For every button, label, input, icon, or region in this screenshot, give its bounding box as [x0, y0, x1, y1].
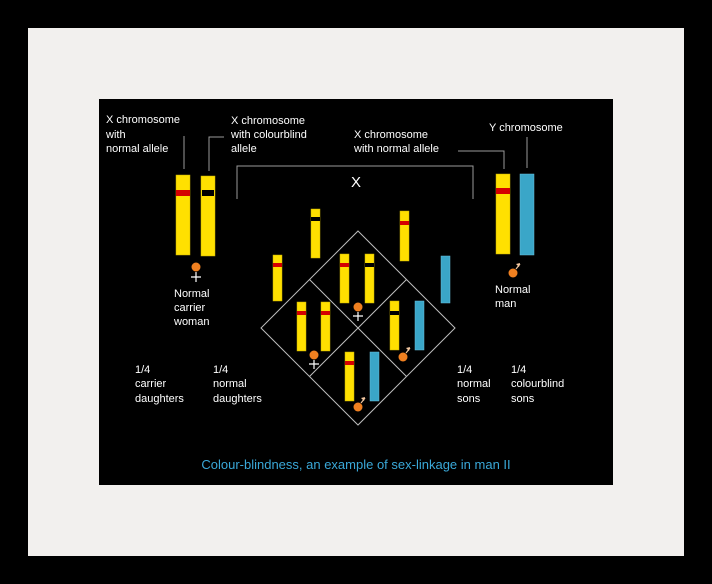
label-father: Normal man	[495, 284, 530, 310]
y-chromosome	[519, 173, 535, 256]
leader-line	[208, 136, 224, 171]
normal-allele-band	[273, 263, 282, 267]
female-symbol-icon	[353, 302, 363, 321]
gamete-y	[440, 255, 451, 304]
label-line: colourblind	[511, 378, 564, 390]
label-line: 1/4	[457, 364, 472, 376]
label-x-normal-left: X chromosome with normal allele	[105, 114, 180, 155]
label-line: with normal allele	[353, 143, 439, 155]
label-line: 1/4	[213, 364, 228, 376]
label-colourblind-sons: 1/4 colourblind sons	[511, 364, 564, 405]
label-x-normal-right: X chromosome with normal allele	[353, 129, 439, 155]
label-line: carrier	[174, 302, 206, 314]
label-normal-sons: 1/4 normal sons	[457, 364, 491, 405]
label-line: normal allele	[106, 143, 168, 155]
label-line: with	[105, 129, 126, 141]
father-chromosomes	[495, 173, 535, 256]
label-line: woman	[173, 316, 209, 328]
cross-symbol: X	[351, 174, 361, 191]
x-chromosome-normal	[495, 173, 511, 255]
label-line: allele	[231, 143, 257, 155]
normal-allele-band	[176, 190, 190, 196]
male-symbol-icon	[353, 397, 366, 412]
label-line: X chromosome	[106, 114, 180, 126]
gamete-x-normal-father	[399, 210, 410, 262]
offspring-cell-right	[389, 300, 425, 362]
normal-allele-band	[400, 221, 409, 225]
colourblind-allele-band	[311, 217, 320, 221]
label-line: 1/4	[135, 364, 150, 376]
label-line: daughters	[135, 393, 184, 405]
cross-bracket	[236, 165, 474, 199]
normal-allele-band	[496, 188, 510, 194]
offspring-cell-left	[296, 301, 331, 369]
label-line: 1/4	[511, 364, 526, 376]
label-line: normal	[213, 378, 247, 390]
gamete-x-colourblind	[310, 208, 321, 259]
male-symbol-icon	[398, 347, 411, 362]
label-line: sons	[511, 393, 535, 405]
label-mother: Normal carrier woman	[173, 288, 209, 328]
label-line: daughters	[213, 393, 262, 405]
x-chromosome-normal	[175, 174, 191, 256]
label-normal-daughters: 1/4 normal daughters	[213, 364, 262, 405]
gametes	[272, 208, 451, 304]
offspring-cell-top	[339, 253, 375, 321]
label-line: X chromosome	[231, 115, 305, 127]
label-line: X chromosome	[354, 129, 428, 141]
x-chromosome-colourblind	[200, 175, 216, 257]
label-y-chromosome: Y chromosome	[489, 122, 563, 134]
label-line: sons	[457, 393, 481, 405]
diagram-caption: Colour-blindness, an example of sex-link…	[201, 457, 510, 472]
label-x-colourblind: X chromosome with colourblind allele	[230, 115, 307, 155]
gamete-x-normal-mother	[272, 254, 283, 302]
female-symbol-icon	[191, 262, 201, 282]
punnett-diamond	[260, 230, 456, 426]
label-line: man	[495, 298, 516, 310]
label-carrier-daughters: 1/4 carrier daughters	[135, 364, 184, 405]
mother-chromosomes	[175, 174, 216, 257]
label-line: with colourblind	[230, 129, 307, 141]
label-line: normal	[457, 378, 491, 390]
offspring-cell-bottom	[344, 351, 380, 412]
female-symbol-icon	[309, 350, 319, 369]
male-symbol-icon	[508, 263, 521, 278]
leader-line	[458, 150, 505, 169]
label-line: Normal	[495, 284, 530, 296]
label-line: carrier	[135, 378, 167, 390]
colourblind-allele-band	[202, 190, 214, 196]
label-line: Normal	[174, 288, 209, 300]
